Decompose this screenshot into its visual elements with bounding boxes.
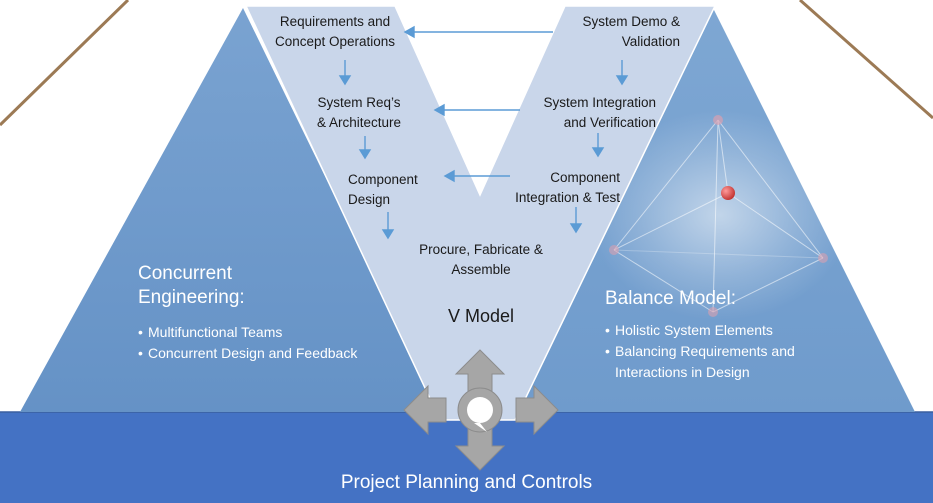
compass-center-icon (467, 397, 493, 423)
list-item: •Balancing Requirements and Interactions… (605, 343, 795, 380)
balance-bullets: •Holistic System Elements •Balancing Req… (605, 320, 840, 383)
v-step-procure: Procure, Fabricate & Assemble (419, 242, 543, 277)
flow-arrows (338, 25, 629, 240)
v-step-requirements: Requirements and Concept Operations (274, 14, 396, 49)
list-item: •Multifunctional Teams (138, 324, 283, 340)
frame-line-left (0, 0, 130, 127)
v-step-component-design: Component Design (348, 172, 418, 207)
balance-title: Balance Model: (605, 288, 736, 309)
list-item: •Holistic System Elements (605, 322, 773, 338)
compass-arrows-icon (403, 349, 559, 471)
project-planning-title: Project Planning and Controls (340, 472, 593, 493)
tetrahedron-icon (613, 119, 824, 313)
v-model-title: V Model (447, 306, 515, 326)
concurrent-engineering-panel: Concurrent Engineering: •Multifunctional… (138, 262, 368, 364)
frame-line-right (799, 0, 933, 120)
v-step-component-integration: Component Integration & Test (515, 170, 620, 205)
concurrent-bullets: •Multifunctional Teams •Concurrent Desig… (138, 322, 368, 364)
concurrent-pyramid (20, 8, 440, 412)
tetrahedron-glow (590, 110, 850, 320)
v-step-system-integration: System Integration and Verification (543, 95, 656, 130)
v-step-system-req: System Req’s & Architecture (316, 95, 402, 130)
concurrent-title: Concurrent Engineering: (138, 263, 245, 308)
balance-ball-icon (721, 186, 735, 200)
v-shape (244, 5, 717, 421)
balance-model-panel: Balance Model: •Holistic System Elements… (605, 287, 840, 383)
base-band (0, 412, 933, 503)
v-step-system-demo: System Demo & Validation (582, 14, 680, 49)
list-item: •Concurrent Design and Feedback (138, 345, 358, 361)
